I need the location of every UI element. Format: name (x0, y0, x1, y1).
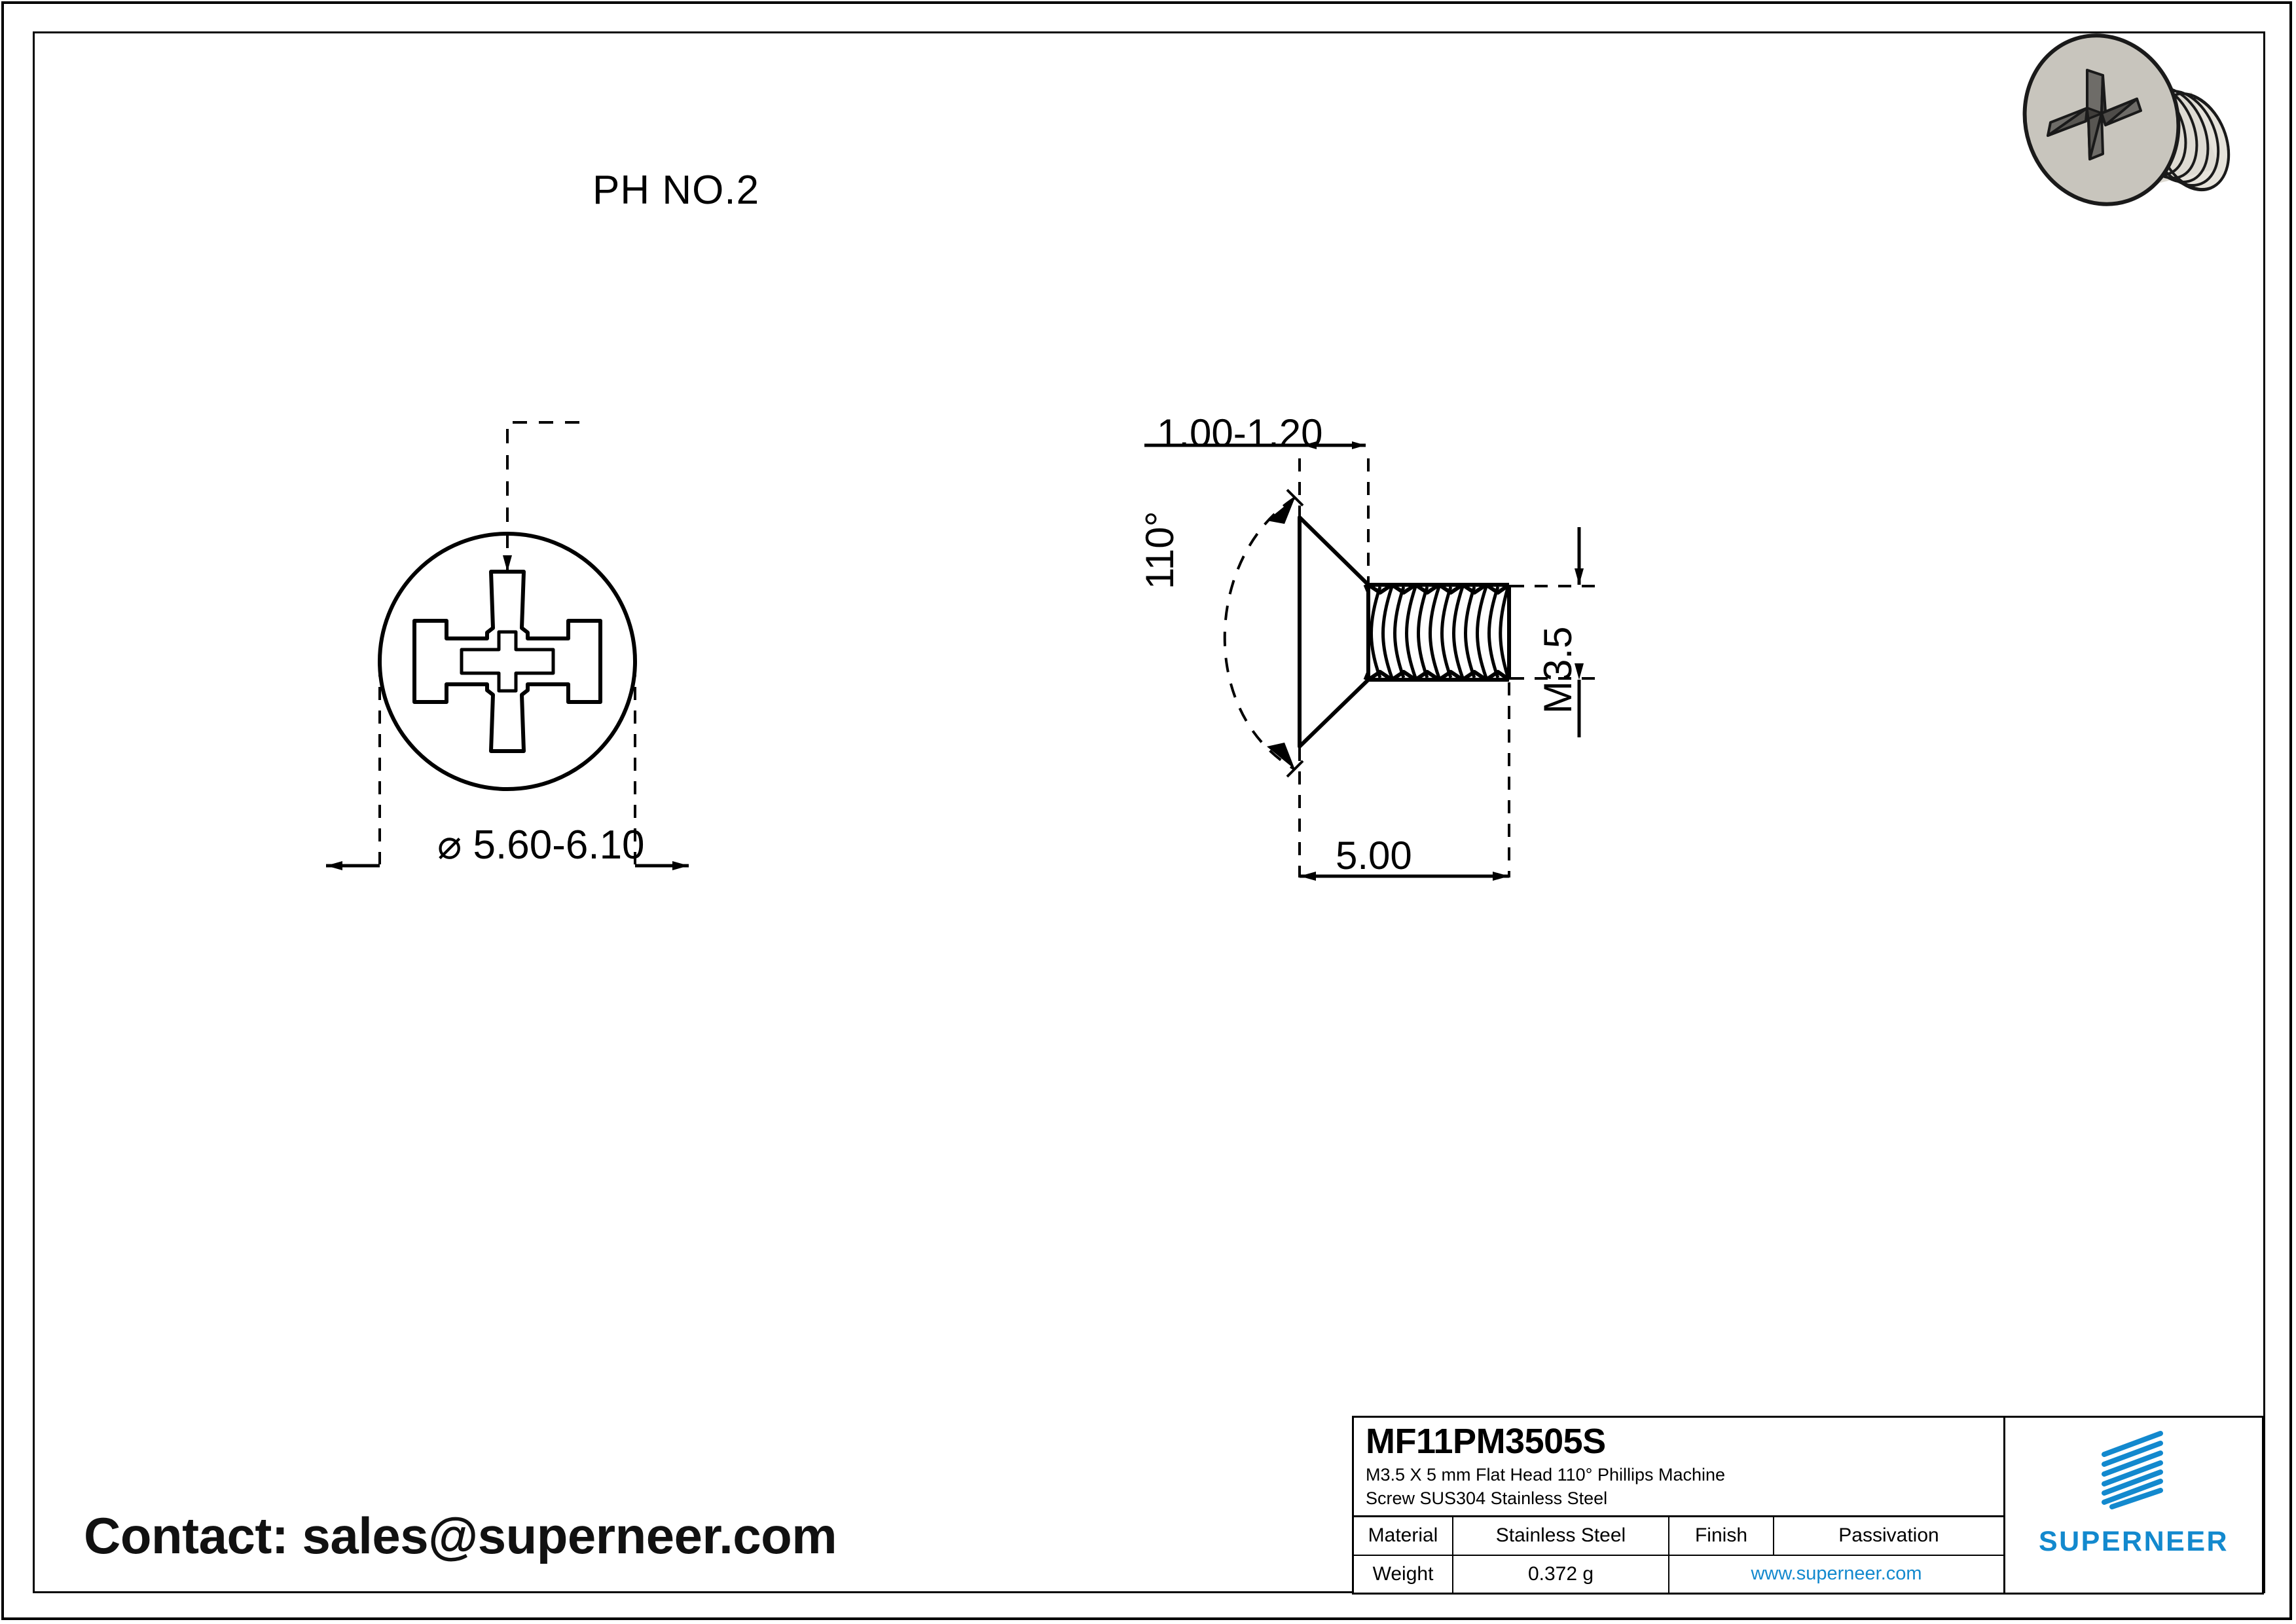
weight-value: 0.372 g (1453, 1555, 1669, 1593)
screw-length-dimension-label: 5.00 (1336, 834, 1412, 877)
superneer-logo-icon (2102, 1431, 2163, 1509)
head-diameter-dimension-label: ⌀ 5.60-6.10 (437, 822, 645, 868)
recess-callout-label: PH NO.2 (592, 168, 760, 213)
finish-label: Finish (1669, 1517, 1774, 1555)
title-block-brand: SUPERNEER (2005, 1418, 2262, 1593)
part-number: MF11PM3505S (1366, 1422, 1606, 1461)
title-block-left: MF11PM3505S M3.5 X 5 mm Flat Head 110° P… (1354, 1418, 2005, 1593)
table-row: Weight 0.372 g www.superneer.com (1354, 1555, 2003, 1593)
material-label: Material (1354, 1517, 1453, 1555)
head-thickness-dimension-label: 1.00-1.20 (1157, 411, 1323, 455)
website-link[interactable]: www.superneer.com (1751, 1563, 1922, 1585)
title-block: MF11PM3505S M3.5 X 5 mm Flat Head 110° P… (1352, 1416, 2264, 1595)
thread-size-dimension-label: M3.5 (1536, 626, 1580, 714)
brand-wordmark: SUPERNEER (2038, 1526, 2229, 1557)
contact-email-text: Contact: sales@superneer.com (84, 1507, 837, 1564)
screw-3d-render (2022, 33, 2231, 206)
title-block-spec-table: Material Stainless Steel Finish Passivat… (1354, 1517, 2003, 1593)
weight-label: Weight (1354, 1555, 1453, 1593)
finish-value: Passivation (1838, 1524, 1939, 1547)
sheet-inner-frame (33, 31, 2265, 1593)
material-value: Stainless Steel (1453, 1517, 1669, 1555)
screw-head-3d (2022, 33, 2181, 206)
title-block-description: MF11PM3505S M3.5 X 5 mm Flat Head 110° P… (1354, 1418, 2003, 1517)
table-row: Material Stainless Steel Finish Passivat… (1354, 1517, 2003, 1556)
head-angle-dimension-label: 110° (1138, 511, 1182, 589)
description-line-1: M3.5 X 5 mm Flat Head 110° Phillips Mach… (1366, 1465, 1726, 1485)
description-line-2: Screw SUS304 Stainless Steel (1366, 1488, 1608, 1509)
